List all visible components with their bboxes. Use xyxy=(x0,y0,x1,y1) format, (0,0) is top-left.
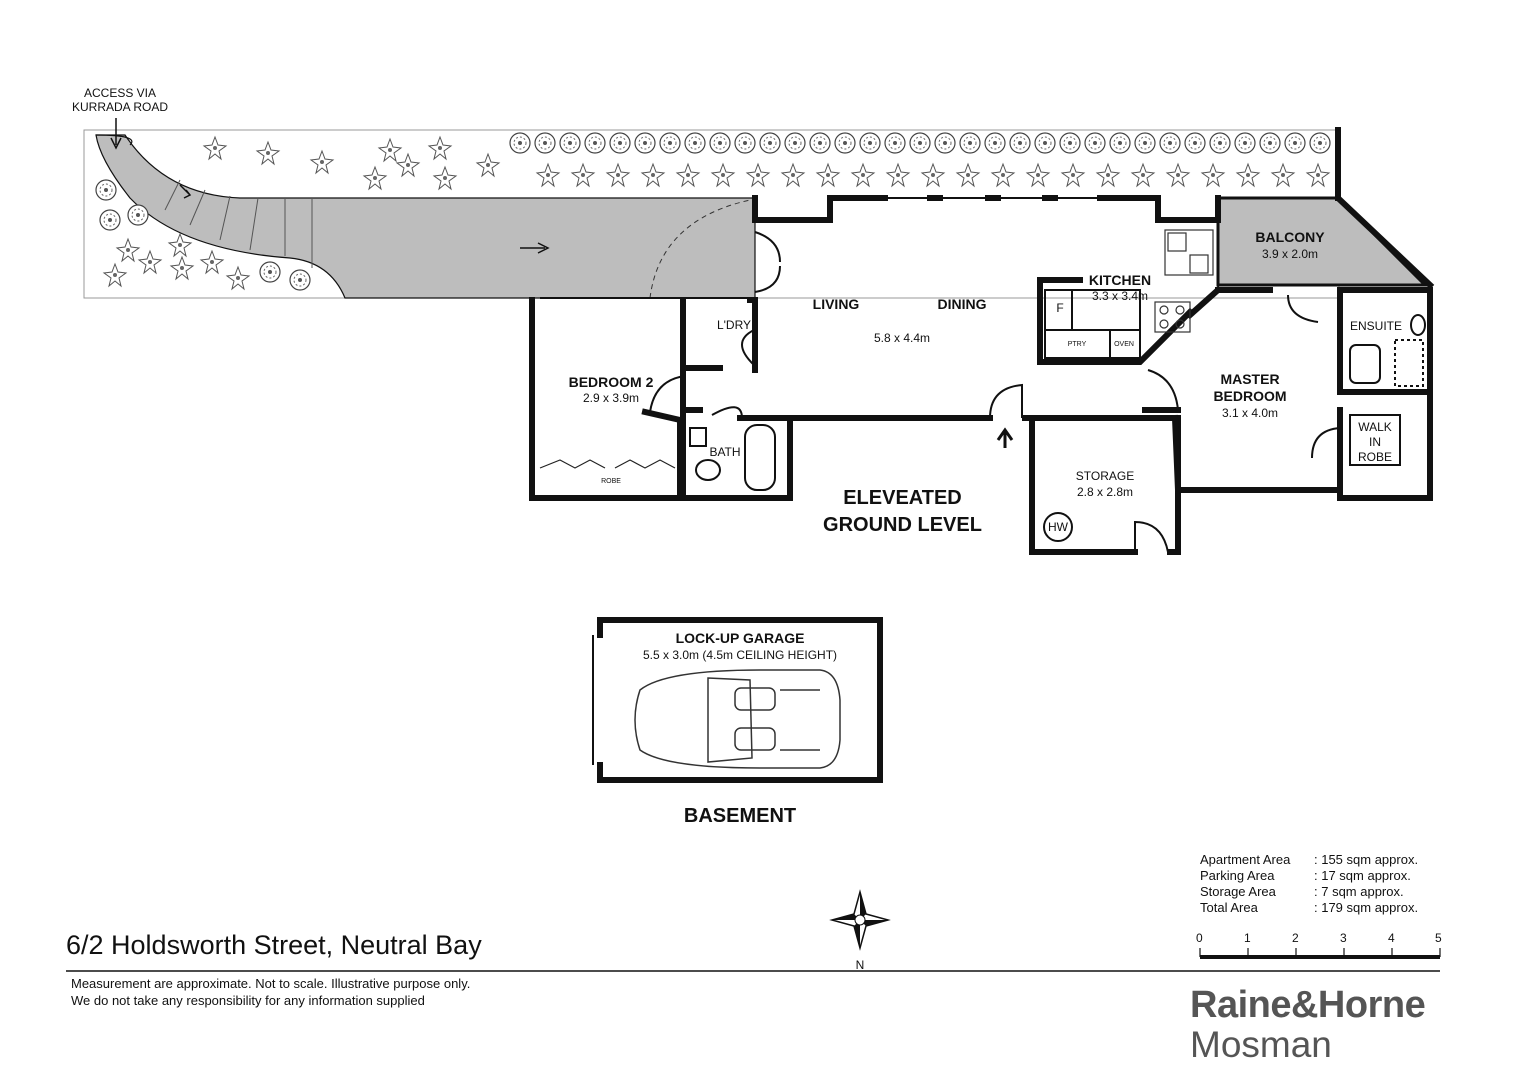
ground-level-line1: ELEVEATED xyxy=(843,487,962,509)
walkin-line1: WALK xyxy=(1358,420,1392,434)
master-name-line1: MASTER xyxy=(1220,371,1280,387)
logo-line1: Raine&Horne xyxy=(1190,984,1426,1026)
walkin-robe-label: WALK IN ROBE xyxy=(1350,420,1400,465)
balcony-label: BALCONY xyxy=(1255,229,1325,245)
pantry-label: PTRY xyxy=(1067,341,1087,348)
area-row: Total Area : 179 sqm approx. xyxy=(1200,900,1418,916)
agency-logo: Raine&Horne Mosman xyxy=(1190,984,1426,1065)
dining-label: DINING xyxy=(937,296,987,312)
driveway xyxy=(95,134,756,299)
basement-title: BASEMENT xyxy=(683,805,797,827)
bedroom2-size: 2.9 x 3.9m xyxy=(582,391,640,405)
kitchen-label: KITCHEN xyxy=(1088,272,1152,288)
access-line2: KURRADA ROAD xyxy=(71,100,169,114)
scale-label: 0 xyxy=(1196,931,1203,945)
disclaimer: Measurement are approximate. Not to scal… xyxy=(71,975,470,1009)
area-value: : 7 sqm approx. xyxy=(1314,884,1404,899)
balcony-floor xyxy=(1216,196,1429,287)
robe-label: ROBE xyxy=(601,478,621,485)
area-value: : 179 sqm approx. xyxy=(1314,900,1419,915)
ground-level-line2: GROUND LEVEL xyxy=(823,514,982,536)
walkin-line2: IN xyxy=(1369,435,1381,449)
storage-size: 2.8 x 2.8m xyxy=(1076,485,1134,499)
fridge-label: F xyxy=(1056,301,1064,315)
area-schedule: Apartment Area : 155 sqm approx. Parking … xyxy=(1200,852,1418,916)
balcony-size: 3.9 x 2.0m xyxy=(1261,247,1319,261)
ensuite-label: ENSUITE xyxy=(1349,319,1402,333)
master-name-line2: BEDROOM xyxy=(1213,388,1287,404)
area-value: : 17 sqm approx. xyxy=(1314,868,1411,883)
area-row: Parking Area : 17 sqm approx. xyxy=(1200,868,1418,884)
ground-level-title: ELEVEATED GROUND LEVEL xyxy=(780,485,1025,539)
property-address: 6/2 Holdsworth Street, Neutral Bay xyxy=(66,930,482,960)
walkin-line3: ROBE xyxy=(1357,450,1392,464)
master-bedroom-size: 3.1 x 4.0m xyxy=(1221,406,1279,420)
scale-label: 3 xyxy=(1340,931,1347,945)
scale-bar xyxy=(1199,948,1441,959)
scale-label: 1 xyxy=(1244,931,1251,945)
hot-water-label: HW xyxy=(1048,520,1068,534)
oven-label: OVEN xyxy=(1114,341,1134,348)
walls xyxy=(529,127,1435,783)
area-row: Storage Area : 7 sqm approx. xyxy=(1200,884,1418,900)
access-label: ACCESS VIA KURRADA ROAD xyxy=(70,86,170,114)
scale-label: 5 xyxy=(1435,931,1442,945)
access-line1: ACCESS VIA xyxy=(83,86,157,100)
bath-label: BATH xyxy=(709,445,741,459)
disclaimer-line2: We do not take any responsibility for an… xyxy=(71,993,425,1008)
scale-label: 2 xyxy=(1292,931,1299,945)
master-bedroom-label: MASTER BEDROOM xyxy=(1200,371,1300,405)
hedge-row-top xyxy=(509,132,1331,154)
area-label: Parking Area xyxy=(1200,868,1275,883)
living-dining-size: 5.8 x 4.4m xyxy=(873,331,931,345)
kitchen-size: 3.3 x 3.4m xyxy=(1091,289,1149,303)
compass-icon xyxy=(829,889,891,951)
storage-label: STORAGE xyxy=(1075,469,1135,483)
area-row: Apartment Area : 155 sqm approx. xyxy=(1200,852,1418,868)
disclaimer-line1: Measurement are approximate. Not to scal… xyxy=(71,976,471,991)
logo-line2: Mosman xyxy=(1190,1024,1332,1065)
area-value: : 155 sqm approx. xyxy=(1314,852,1419,867)
hedge-row-bottom xyxy=(536,163,1330,187)
area-label: Storage Area xyxy=(1200,884,1276,899)
compass-north-label: N xyxy=(855,958,865,972)
bedroom2-label: BEDROOM 2 xyxy=(568,374,654,390)
garage-label: LOCK-UP GARAGE xyxy=(675,630,805,646)
garage-size: 5.5 x 3.0m (4.5m CEILING HEIGHT) xyxy=(642,648,838,662)
area-label: Total Area xyxy=(1200,900,1258,915)
laundry-label: L'DRY xyxy=(716,318,752,332)
car-outline xyxy=(634,669,841,769)
living-label: LIVING xyxy=(812,296,860,312)
scale-label: 4 xyxy=(1388,931,1395,945)
area-label: Apartment Area xyxy=(1200,852,1291,867)
